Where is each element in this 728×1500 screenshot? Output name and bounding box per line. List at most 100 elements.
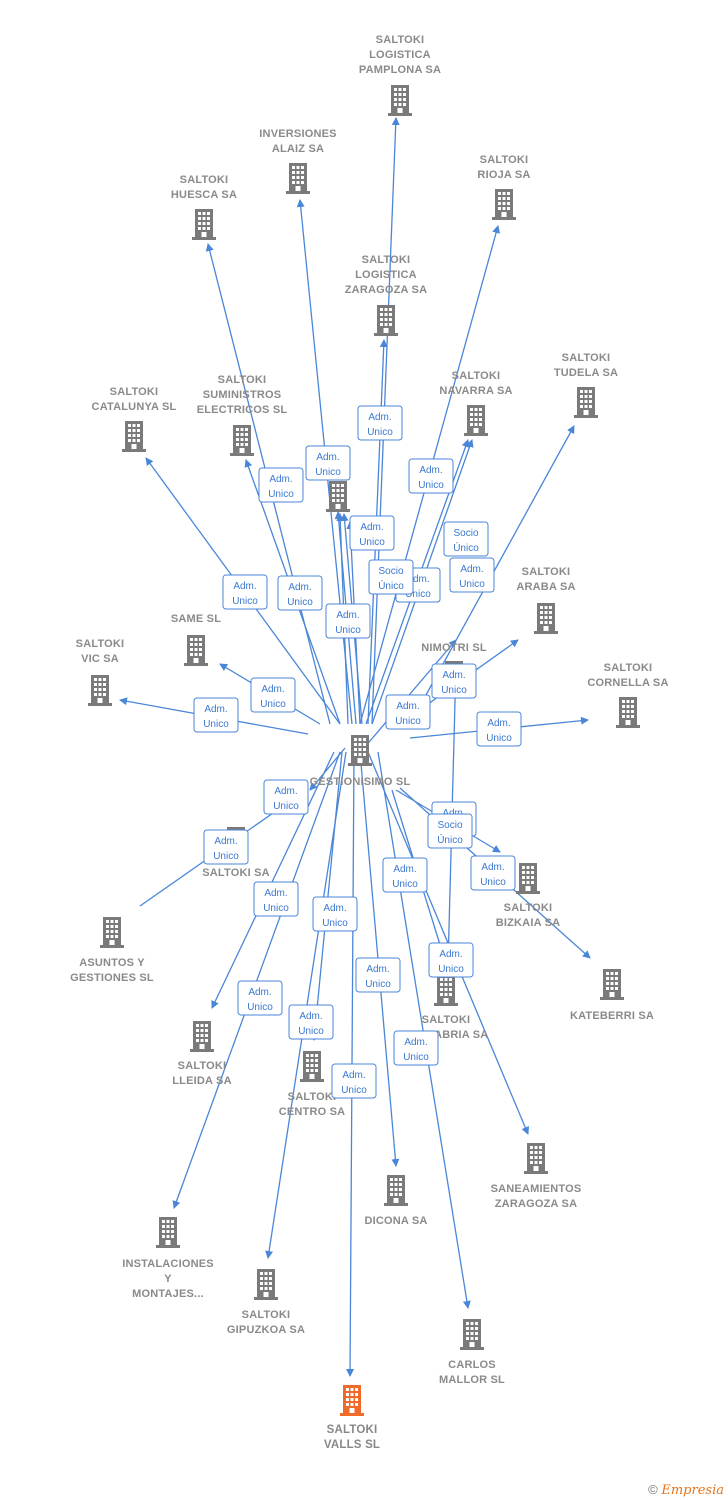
node-label-line: SALTOKI: [110, 386, 159, 398]
company-node-valls[interactable]: SALTOKI VALLS SL: [324, 1385, 380, 1451]
role-text: Adm.: [419, 465, 442, 476]
role-text: Adm.: [214, 836, 237, 847]
role-label-box: Adm.Unico: [258, 467, 304, 503]
building-icon: [300, 1051, 324, 1082]
building-icon: [254, 1269, 278, 1300]
role-text: Unico: [273, 801, 299, 812]
role-text: Unico: [341, 1085, 367, 1096]
node-label-line: DICONA SA: [364, 1215, 427, 1227]
node-label-line: SALTOKI: [218, 374, 267, 386]
role-text: Adm.: [342, 1070, 365, 1081]
role-label-box: Adm.Unico: [349, 515, 395, 551]
role-text: Unico: [392, 879, 418, 890]
role-text: Socio: [437, 820, 462, 831]
relationship-edge: [377, 751, 471, 1309]
node-label-line: SALTOKI: [242, 1309, 291, 1321]
node-label-line: SALTOKI SA: [202, 867, 270, 879]
role-text: Adm.: [261, 684, 284, 695]
relationship-edge: [211, 751, 335, 1009]
building-icon: [190, 1021, 214, 1052]
building-icon: [600, 969, 624, 1000]
node-label-line: HUESCA SA: [171, 189, 237, 201]
node-label-line: CATALUNYA SL: [92, 401, 177, 413]
role-text: Adm.: [396, 701, 419, 712]
node-label-line: NAVARRA SA: [439, 385, 512, 397]
company-node-saltoki-sa[interactable]: SALTOKI SA: [202, 827, 270, 879]
node-label-line: CORNELLA SA: [587, 677, 668, 689]
role-label-box: Adm.Unico: [393, 1030, 439, 1066]
company-node-instalaciones[interactable]: INSTALACIONESYMONTAJES...: [122, 1217, 214, 1300]
building-icon: [326, 481, 350, 512]
node-label-line: SANEAMIENTOS: [491, 1183, 582, 1195]
building-icon: [156, 1217, 180, 1248]
node-label-line: VALLS SL: [324, 1439, 380, 1451]
role-text: Unico: [480, 877, 506, 888]
building-icon: [464, 405, 488, 436]
role-text: Unico: [403, 1052, 429, 1063]
role-text: Unico: [263, 903, 289, 914]
brand-logo[interactable]: Empresia: [661, 1483, 724, 1498]
role-text: Unico: [287, 597, 313, 608]
node-label-line: SALTOKI: [180, 174, 229, 186]
company-node-same[interactable]: SAME SL: [171, 613, 221, 666]
copyright-symbol: ©: [648, 1482, 658, 1497]
role-label-box: Adm.Unico: [222, 574, 268, 610]
company-node-centro[interactable]: SALTOKI CENTRO SA: [279, 1051, 346, 1118]
company-node-catalunya[interactable]: SALTOKI CATALUNYA SL: [92, 386, 177, 452]
building-icon: [88, 675, 112, 706]
company-node-nimotri[interactable]: NIMOTRI SL: [421, 642, 487, 692]
node-label-line: CENTRO SA: [279, 1106, 346, 1118]
company-node-kateberri[interactable]: KATEBERRI SA: [570, 969, 654, 1022]
role-text: Unico: [203, 719, 229, 730]
role-text: Único: [378, 579, 404, 592]
company-node-carlos-mallor[interactable]: CARLOS MALLOR SL: [439, 1319, 505, 1386]
role-text: Unico: [438, 964, 464, 975]
role-text: Adm.: [316, 452, 339, 463]
node-label-line: LOGISTICA: [369, 49, 431, 61]
role-text: Unico: [298, 1026, 324, 1037]
role-text: Unico: [232, 596, 258, 607]
role-text: Unico: [459, 579, 485, 590]
role-text: Adm.: [204, 704, 227, 715]
company-node-dicona[interactable]: DICONA SA: [364, 1175, 427, 1227]
company-node-center[interactable]: GESTIONISIMO SL: [310, 735, 411, 788]
copyright-footer: © Empresia: [648, 1482, 724, 1498]
role-label-box: Adm.Unico: [312, 896, 358, 932]
node-label-line: SALTOKI: [504, 902, 553, 914]
role-label-box: Adm.Unico: [476, 711, 522, 747]
node-label-line: SALTOKI: [327, 1424, 378, 1436]
building-icon: [460, 1319, 484, 1350]
role-text: Unico: [335, 625, 361, 636]
role-text: Adm.: [274, 786, 297, 797]
node-label-line: CARLOS: [448, 1359, 496, 1371]
node-label-line: GESTIONISIMO SL: [310, 776, 411, 788]
node-label-line: SALTOKI: [288, 1091, 337, 1103]
company-node-huesca[interactable]: SALTOKI HUESCA SA: [171, 174, 237, 240]
node-label-line: MALLOR SL: [439, 1374, 505, 1386]
node-label-line: SALTOKI: [362, 254, 411, 266]
role-text: Adm.: [288, 582, 311, 593]
role-text: Unico: [441, 685, 467, 696]
role-label-box: Adm.Unico: [253, 881, 299, 917]
role-text: Adm.: [442, 670, 465, 681]
role-label-box: Adm. Unico: [431, 663, 477, 699]
role-text: Adm.: [460, 564, 483, 575]
